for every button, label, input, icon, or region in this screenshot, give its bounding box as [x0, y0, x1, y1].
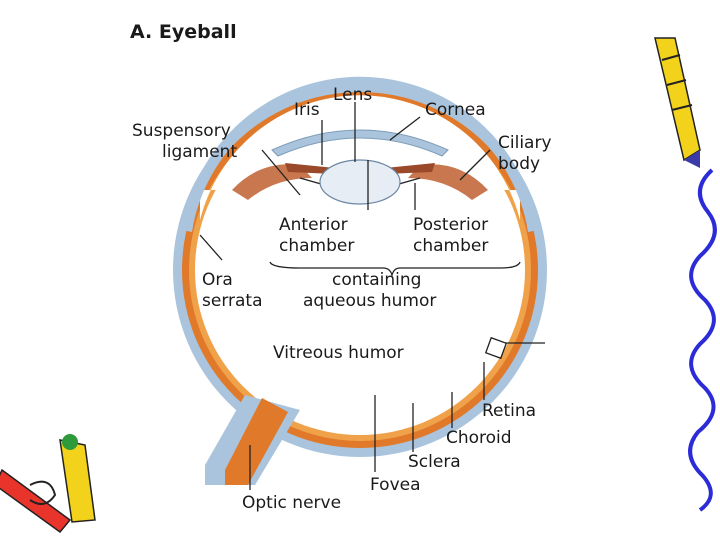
label-suspensory-1: Suspensory: [132, 121, 231, 141]
label-ora-1: Ora: [202, 270, 233, 290]
label-sclera: Sclera: [408, 452, 461, 472]
label-ciliary-2: body: [498, 154, 540, 174]
anterior-segment: [200, 95, 520, 220]
label-posterior-2: chamber: [413, 236, 488, 256]
lens: [319, 159, 401, 205]
iris: [285, 163, 335, 174]
label-vitreous: Vitreous humor: [273, 343, 404, 363]
label-choroid: Choroid: [446, 428, 512, 448]
label-iris: Iris: [294, 100, 320, 120]
ciliary-body-left: [232, 164, 312, 200]
pencil-clipart-top-right: [654, 37, 701, 168]
ciliary-body-right: [408, 164, 488, 200]
label-containing-2: aqueous humor: [303, 291, 436, 311]
label-fovea: Fovea: [370, 475, 421, 495]
squiggle-line: [688, 168, 717, 512]
label-anterior-2: chamber: [279, 236, 354, 256]
eyeball: [173, 76, 547, 485]
pencil-clipart-bottom-left: [0, 434, 96, 534]
label-ora-2: serrata: [202, 291, 263, 311]
label-optic-nerve: Optic nerve: [242, 493, 341, 513]
label-suspensory-2: ligament: [162, 142, 237, 162]
label-containing-1: containing: [332, 270, 421, 290]
iris-right: [385, 163, 435, 174]
label-ciliary-1: Ciliary: [498, 133, 552, 153]
cornea: [271, 129, 449, 157]
leader-lines: [199, 102, 521, 490]
label-posterior-1: Posterior: [413, 215, 488, 235]
label-lens: Lens: [333, 85, 372, 105]
label-anterior-1: Anterior: [279, 215, 348, 235]
retina-detail-box: [484, 336, 508, 360]
label-cornea: Cornea: [425, 100, 486, 120]
diagram-title: A. Eyeball: [130, 21, 237, 43]
optic-nerve-core: [225, 398, 288, 485]
labels: Lens Iris Cornea Suspensory ligament Cil…: [132, 85, 552, 513]
label-retina: Retina: [482, 401, 536, 421]
